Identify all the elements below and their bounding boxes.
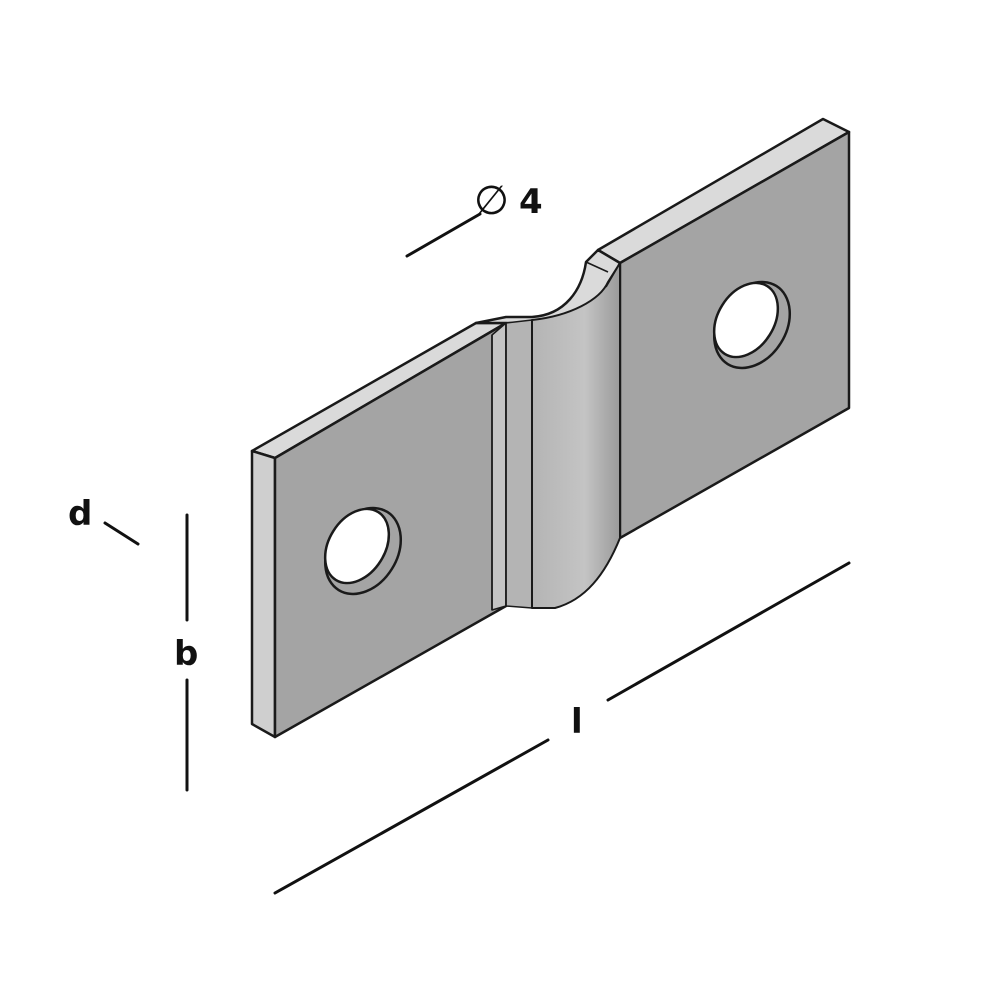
bend-inner-face (505, 319, 533, 609)
thickness-label: d (68, 494, 92, 534)
hole-diameter-label: 4 (519, 182, 543, 222)
dimension-labels: ∅ 4 d b l (68, 178, 583, 742)
thickness-leader (103, 521, 140, 546)
hole-diameter-symbol: ∅ (474, 178, 509, 224)
left-flange (250, 321, 508, 739)
length-line-upper (606, 561, 851, 702)
offset-bend (474, 248, 622, 611)
bend-seam-6 (597, 249, 621, 264)
length-label: l (571, 702, 583, 742)
dimension-lines (103, 212, 851, 895)
left-mounting-hole (323, 507, 391, 585)
bend-seam-4 (605, 262, 621, 288)
height-label: b (174, 634, 198, 674)
left-flange-side-edge (250, 449, 277, 739)
length-line-lower (273, 738, 550, 895)
bend-curved-face (531, 262, 621, 609)
bend-seam-5 (585, 261, 609, 273)
hole-diameter-leader (405, 212, 482, 258)
right-mounting-hole (712, 281, 780, 359)
right-flange (596, 117, 851, 540)
bend-front-strip (491, 322, 507, 611)
